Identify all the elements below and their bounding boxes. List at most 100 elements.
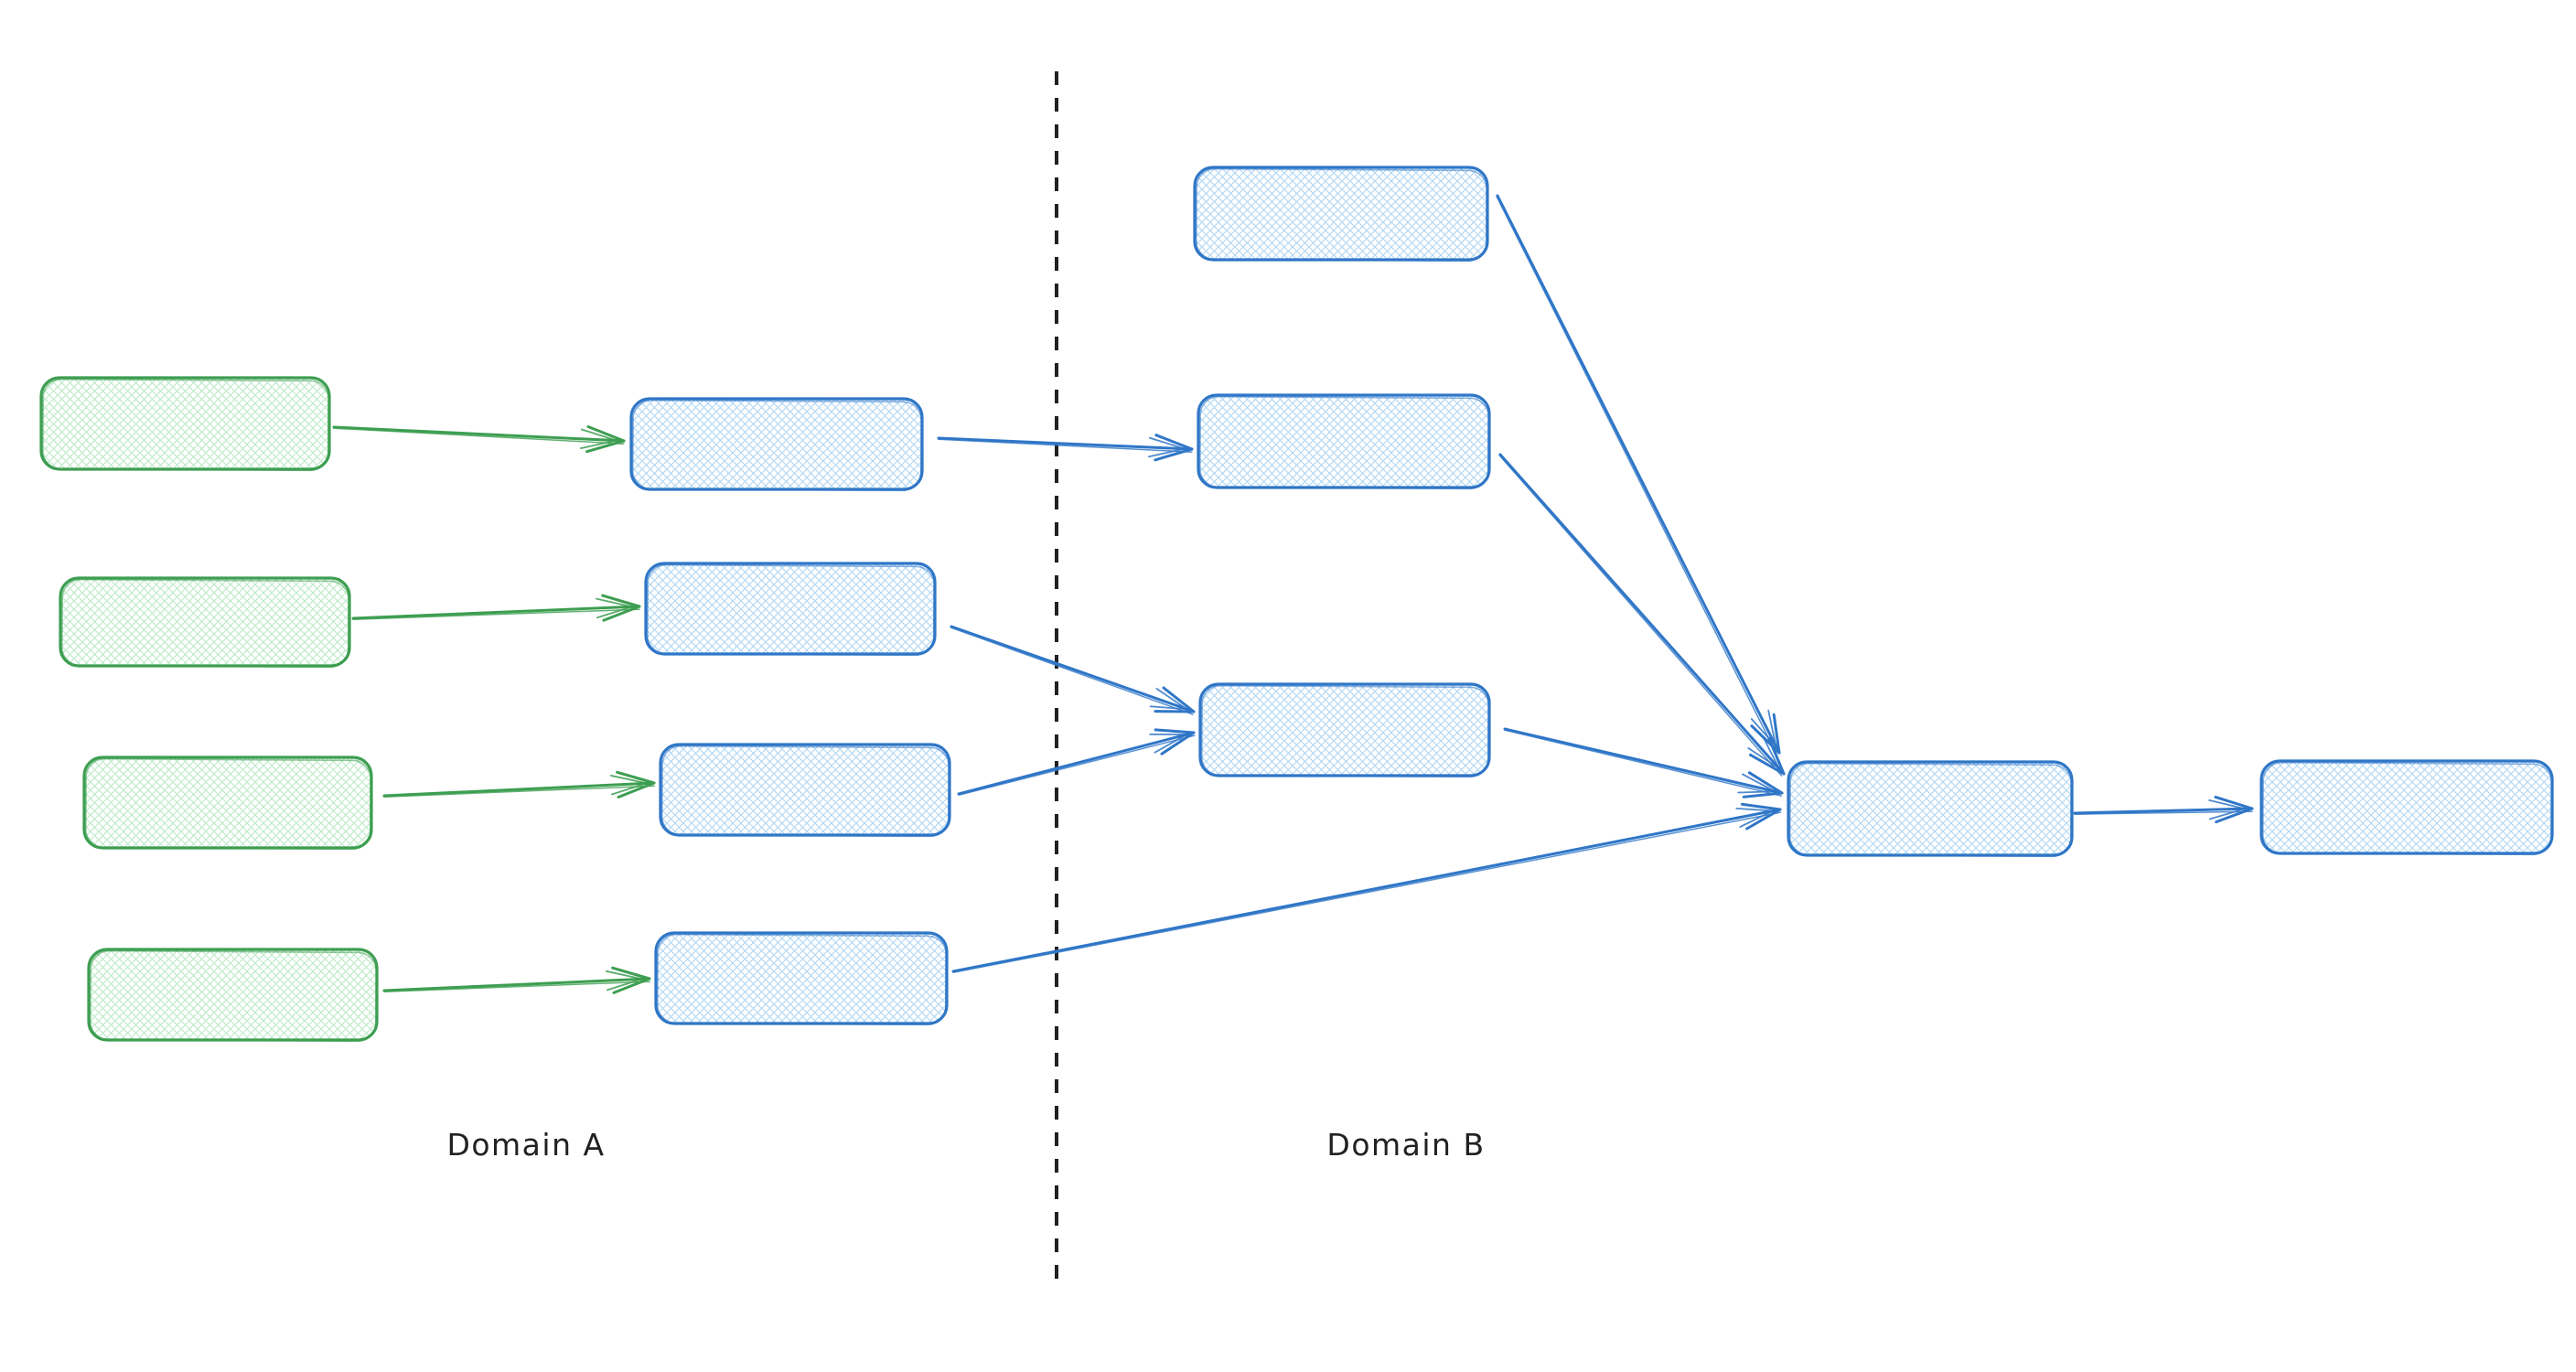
node-process-a-4-sketch-outline bbox=[657, 933, 947, 1026]
node-process-a-3-shape[interactable] bbox=[659, 743, 951, 837]
arrow-source-a-4-to-process-a-4-head bbox=[611, 966, 651, 994]
node-aggregator-b[interactable] bbox=[1787, 760, 2074, 858]
arrow-process-b-1-to-aggregator[interactable] bbox=[1496, 194, 1781, 756]
node-source-a-3-shape[interactable] bbox=[82, 756, 373, 850]
arrow-process-a-2-to-process-b-3[interactable] bbox=[950, 625, 1196, 715]
node-output-b-shape[interactable] bbox=[2259, 759, 2554, 855]
arrow-source-a-4-to-process-a-4-sketch-line bbox=[383, 981, 650, 992]
arrow-source-a-1-to-process-a-1-sketch-line bbox=[333, 427, 625, 445]
arrow-source-a-1-to-process-a-1-line[interactable] bbox=[332, 425, 626, 443]
node-process-a-2-sketch-outline bbox=[647, 563, 935, 657]
node-source-a-1-shape[interactable] bbox=[39, 376, 331, 471]
arrow-process-a-1-to-process-b-2[interactable] bbox=[937, 434, 1194, 462]
arrow-process-b-2-to-aggregator-head bbox=[1748, 736, 1786, 776]
arrow-process-b-3-to-aggregator[interactable] bbox=[1503, 727, 1784, 799]
arrow-source-a-2-to-process-a-2-head bbox=[601, 594, 641, 622]
node-source-a-2-sketch-outline bbox=[61, 578, 349, 669]
arrow-aggregator-to-output[interactable] bbox=[2073, 795, 2254, 824]
node-source-a-4-sketch-outline bbox=[90, 949, 377, 1043]
arrow-process-b-1-to-aggregator-head bbox=[1750, 709, 1777, 747]
node-source-a-3[interactable] bbox=[82, 756, 373, 851]
arrow-source-a-4-to-process-a-4[interactable] bbox=[382, 966, 651, 994]
node-aggregator-b-shape[interactable] bbox=[1787, 760, 2074, 857]
node-process-a-1[interactable] bbox=[629, 397, 924, 492]
node-process-a-2-shape[interactable] bbox=[644, 562, 937, 656]
node-process-b-2-shape[interactable] bbox=[1197, 393, 1491, 489]
arrow-aggregator-to-output-head bbox=[2208, 799, 2246, 820]
arrow-process-a-4-to-aggregator[interactable] bbox=[951, 802, 1782, 973]
arrow-source-a-1-to-process-a-1-head bbox=[585, 425, 626, 454]
node-process-a-2[interactable] bbox=[644, 562, 937, 657]
node-process-b-3-sketch-outline bbox=[1201, 684, 1489, 778]
arrow-process-a-3-to-process-b-3-sketch-line bbox=[958, 734, 1196, 796]
arrow-process-a-4-to-aggregator-sketch-line bbox=[952, 811, 1782, 973]
arrow-process-a-1-to-process-b-2-sketch-line bbox=[938, 438, 1193, 453]
node-process-b-1[interactable] bbox=[1193, 166, 1489, 263]
arrow-process-a-1-to-process-b-2-head bbox=[1148, 436, 1186, 458]
arrow-source-a-1-to-process-a-1-head bbox=[580, 428, 617, 449]
node-process-a-3[interactable] bbox=[659, 743, 951, 838]
arrow-source-a-2-to-process-a-2-line[interactable] bbox=[351, 605, 641, 620]
domain-a-label[interactable]: Domain A bbox=[446, 1127, 605, 1163]
node-process-a-4[interactable] bbox=[654, 931, 949, 1026]
arrow-process-a-2-to-process-b-3-head bbox=[1154, 686, 1196, 713]
node-process-b-3-shape[interactable] bbox=[1198, 682, 1491, 777]
node-process-b-2-sketch-outline bbox=[1199, 395, 1489, 490]
arrow-source-a-3-to-process-a-3-head bbox=[616, 770, 656, 799]
node-process-a-1-sketch-outline bbox=[632, 399, 922, 492]
arrow-process-b-2-to-aggregator[interactable] bbox=[1498, 453, 1786, 777]
domain-b-label[interactable]: Domain B bbox=[1326, 1127, 1485, 1163]
arrow-source-a-4-to-process-a-4-head bbox=[606, 970, 643, 991]
arrow-process-a-4-to-aggregator-head bbox=[1740, 802, 1782, 831]
arrow-process-b-1-to-aggregator-line[interactable] bbox=[1496, 194, 1781, 755]
arrow-process-a-2-to-process-b-3-sketch-line bbox=[950, 627, 1194, 715]
node-source-a-1-sketch-outline bbox=[42, 378, 329, 472]
arrow-process-b-3-to-aggregator-head bbox=[1742, 771, 1784, 799]
arrow-process-a-3-to-process-b-3-line[interactable] bbox=[957, 731, 1196, 796]
arrow-process-b-2-to-aggregator-head bbox=[1747, 734, 1780, 769]
arrow-process-b-3-to-aggregator-head bbox=[1737, 773, 1776, 794]
node-source-a-2[interactable] bbox=[59, 576, 351, 669]
node-source-a-1[interactable] bbox=[39, 376, 331, 472]
node-source-a-3-sketch-outline bbox=[85, 757, 371, 851]
arrow-source-a-1-to-process-a-1[interactable] bbox=[332, 425, 626, 454]
arrow-process-b-3-to-aggregator-sketch-line bbox=[1503, 729, 1783, 797]
arrow-process-a-3-to-process-b-3-head bbox=[1154, 728, 1196, 756]
arrow-process-a-4-to-aggregator-head bbox=[1735, 807, 1775, 828]
arrow-source-a-3-to-process-a-3-head bbox=[610, 775, 648, 796]
arrow-aggregator-to-output-sketch-line bbox=[2074, 810, 2253, 815]
arrow-aggregator-to-output-head bbox=[2214, 795, 2254, 824]
arrow-source-a-2-to-process-a-2-sketch-line bbox=[352, 608, 640, 620]
node-aggregator-b-sketch-outline bbox=[1789, 762, 2072, 858]
arrow-source-a-3-to-process-a-3-line[interactable] bbox=[382, 781, 656, 798]
arrow-source-a-2-to-process-a-2-head bbox=[596, 597, 633, 619]
node-source-a-4[interactable] bbox=[87, 948, 379, 1043]
node-process-a-4-shape[interactable] bbox=[654, 931, 949, 1025]
arrow-process-a-4-to-aggregator-line[interactable] bbox=[951, 808, 1782, 973]
node-source-a-4-shape[interactable] bbox=[87, 948, 379, 1042]
arrow-process-a-1-to-process-b-2-head bbox=[1154, 434, 1194, 462]
arrow-source-a-3-to-process-a-3[interactable] bbox=[382, 770, 656, 799]
arrow-source-a-3-to-process-a-3-sketch-line bbox=[383, 785, 655, 798]
node-process-b-1-sketch-outline bbox=[1196, 167, 1487, 263]
arrow-process-b-1-to-aggregator-sketch-line bbox=[1496, 195, 1777, 756]
arrow-process-b-2-to-aggregator-sketch-line bbox=[1498, 455, 1783, 777]
node-output-b[interactable] bbox=[2259, 759, 2554, 856]
arrow-source-a-4-to-process-a-4-line[interactable] bbox=[382, 977, 651, 992]
node-source-a-2-shape[interactable] bbox=[59, 576, 351, 668]
node-process-b-3[interactable] bbox=[1198, 682, 1491, 778]
node-process-a-3-sketch-outline bbox=[661, 745, 950, 838]
arrow-process-b-2-to-aggregator-line[interactable] bbox=[1498, 453, 1786, 776]
arrow-source-a-2-to-process-a-2[interactable] bbox=[351, 594, 641, 622]
node-output-b-sketch-outline bbox=[2262, 761, 2552, 856]
node-process-a-1-shape[interactable] bbox=[629, 397, 924, 491]
node-process-b-2[interactable] bbox=[1197, 393, 1491, 490]
arrow-process-b-1-to-aggregator-head bbox=[1750, 713, 1781, 755]
arrow-aggregator-to-output-line[interactable] bbox=[2073, 807, 2254, 815]
arrow-process-a-1-to-process-b-2-line[interactable] bbox=[937, 436, 1194, 451]
arrow-process-a-3-to-process-b-3[interactable] bbox=[957, 728, 1196, 796]
node-process-b-1-shape[interactable] bbox=[1193, 166, 1489, 262]
arrow-process-a-2-to-process-b-3-line[interactable] bbox=[950, 625, 1196, 713]
arrow-process-b-3-to-aggregator-line[interactable] bbox=[1503, 727, 1784, 795]
